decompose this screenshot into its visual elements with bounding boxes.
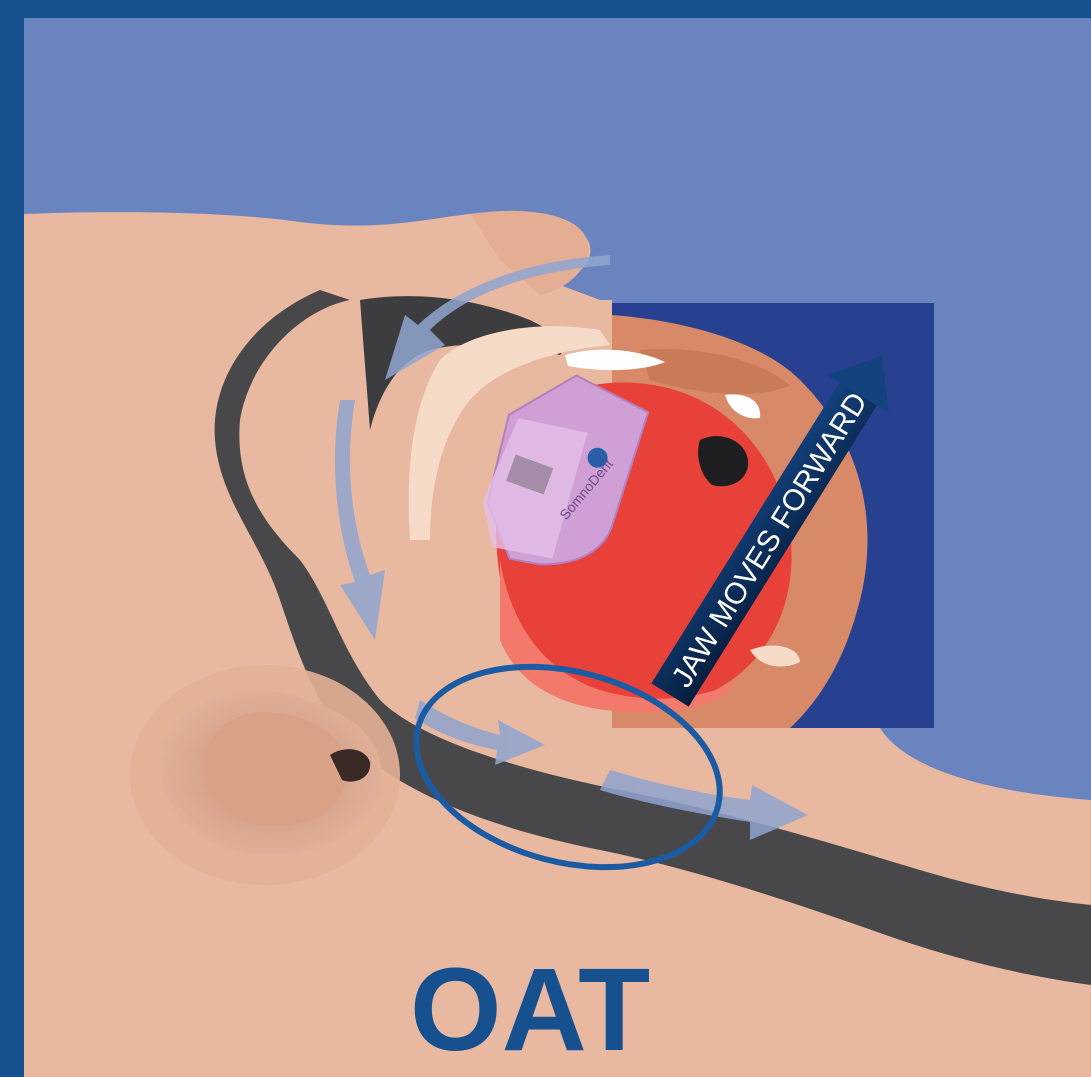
ear	[130, 665, 400, 885]
diagram-title: OAT	[410, 944, 650, 1076]
